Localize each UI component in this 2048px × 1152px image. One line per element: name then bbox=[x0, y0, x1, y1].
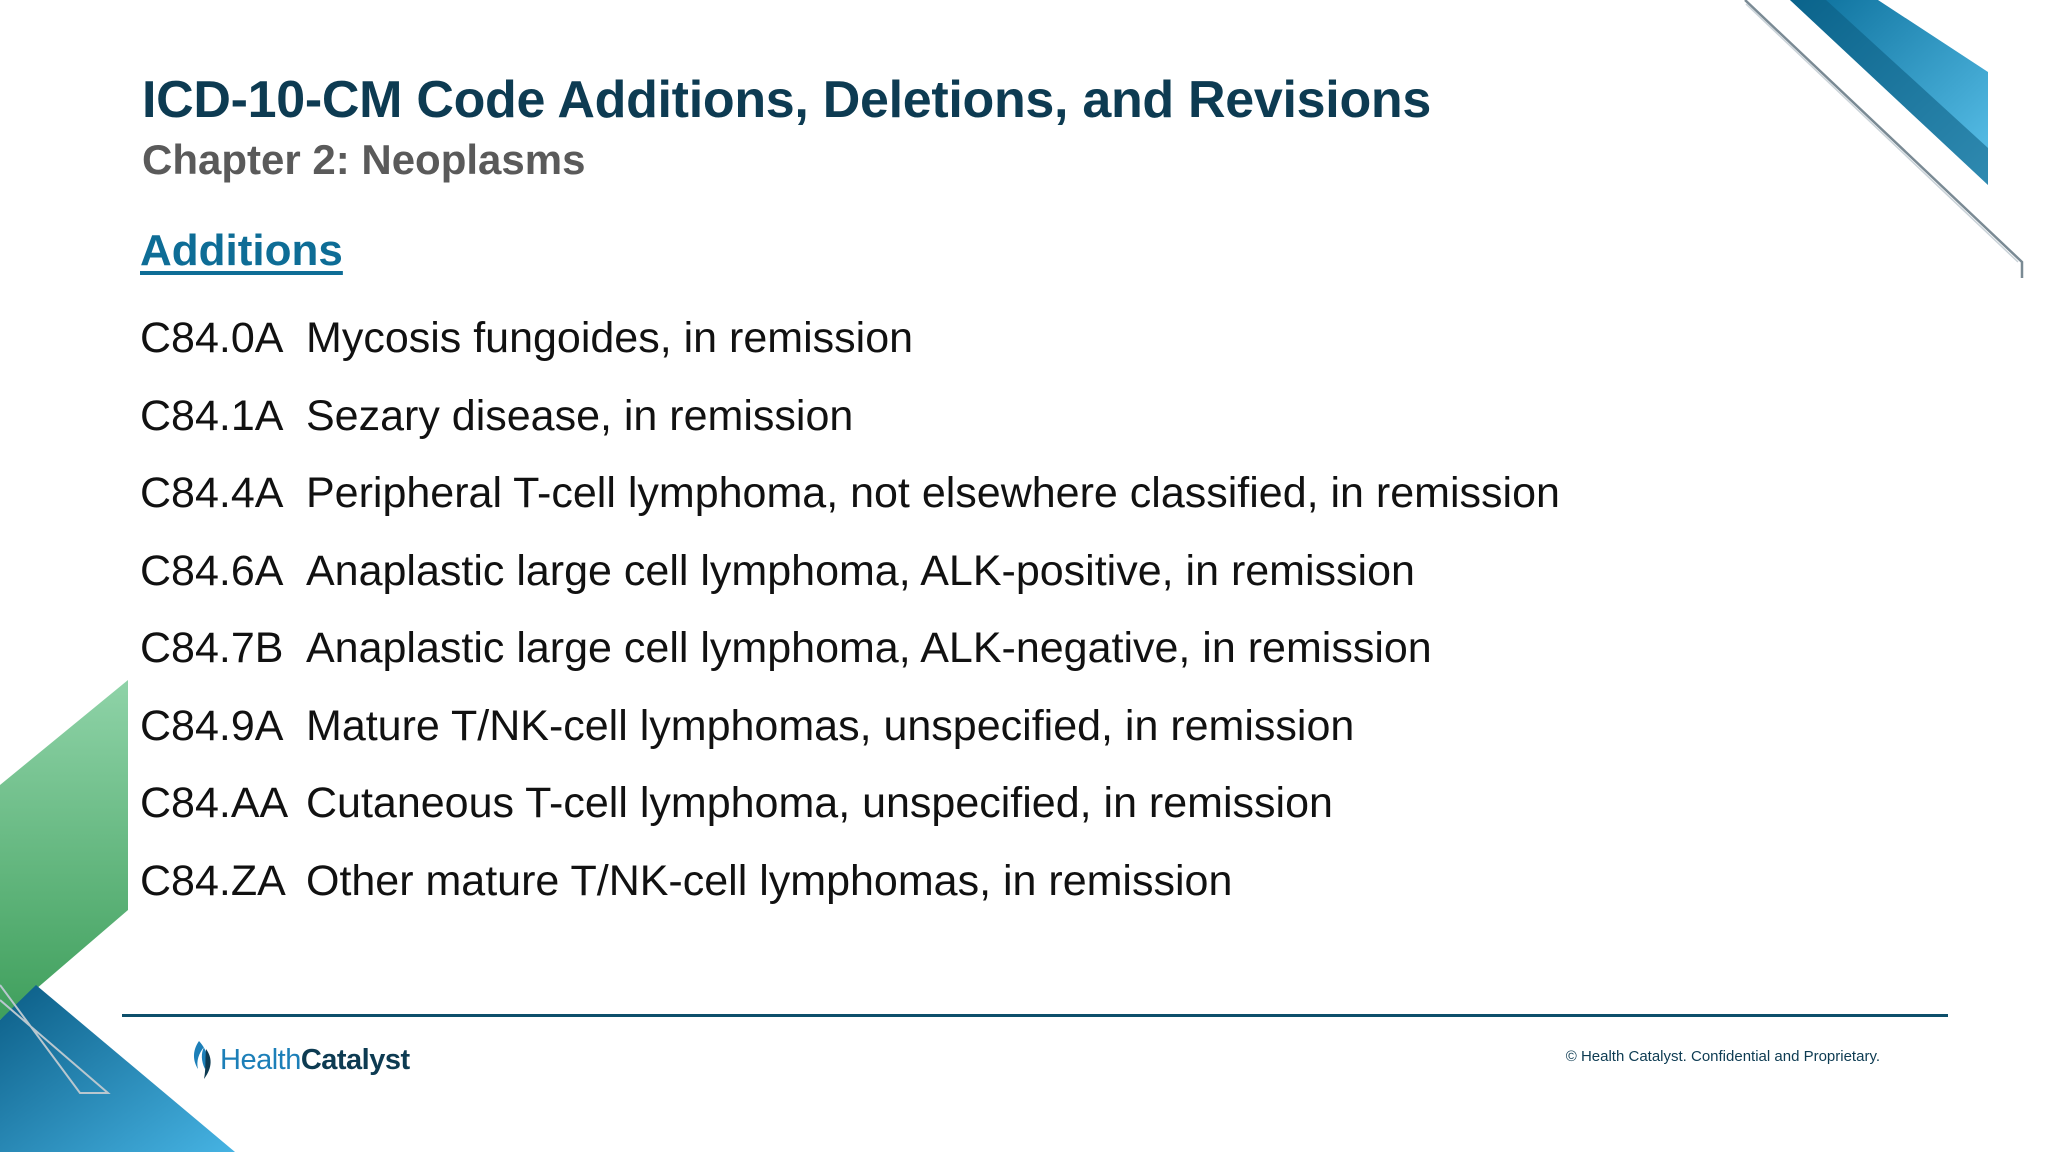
code-description: Anaplastic large cell lymphoma, ALK-posi… bbox=[306, 546, 1415, 595]
code-value: C84.0A bbox=[140, 314, 284, 363]
code-list: C84.0A Mycosis fungoides, in remission C… bbox=[140, 300, 1560, 920]
code-value: C84.1A bbox=[140, 391, 284, 440]
code-row: C84.9A Mature T/NK-cell lymphomas, unspe… bbox=[140, 688, 1560, 766]
code-row: C84.4A Peripheral T-cell lymphoma, not e… bbox=[140, 455, 1560, 533]
code-value: C84.6A bbox=[140, 546, 284, 595]
code-value: C84.AA bbox=[140, 779, 289, 828]
logo-wordmark: HealthCatalyst bbox=[220, 1043, 410, 1076]
slide-subtitle: Chapter 2: Neoplasms bbox=[142, 136, 586, 183]
code-value: C84.9A bbox=[140, 701, 284, 750]
code-description: Mature T/NK-cell lymphomas, unspecified,… bbox=[306, 701, 1355, 750]
top-right-dark-band bbox=[1790, 0, 1988, 185]
left-green-shape bbox=[0, 680, 128, 1020]
code-row: C84.AA Cutaneous T-cell lymphoma, unspec… bbox=[140, 765, 1560, 843]
health-catalyst-logo: HealthCatalyst bbox=[190, 1036, 410, 1084]
code-description: Anaplastic large cell lymphoma, ALK-nega… bbox=[306, 624, 1432, 673]
code-row: C84.6A Anaplastic large cell lymphoma, A… bbox=[140, 533, 1560, 611]
code-value: C84.4A bbox=[140, 469, 284, 518]
code-value: C84.ZA bbox=[140, 856, 286, 905]
code-row: C84.0A Mycosis fungoides, in remission bbox=[140, 300, 1560, 378]
top-right-outline bbox=[1744, 0, 2024, 278]
bottom-left-outline bbox=[0, 984, 111, 1094]
top-right-blue-shape bbox=[1790, 0, 1988, 185]
code-description: Peripheral T-cell lymphoma, not elsewher… bbox=[306, 469, 1560, 518]
health-catalyst-flame-icon bbox=[194, 1041, 211, 1079]
code-row: C84.ZA Other mature T/NK-cell lymphomas,… bbox=[140, 843, 1560, 921]
code-description: Sezary disease, in remission bbox=[306, 391, 854, 440]
code-row: C84.7B Anaplastic large cell lymphoma, A… bbox=[140, 610, 1560, 688]
code-row: C84.1A Sezary disease, in remission bbox=[140, 378, 1560, 456]
code-description: Cutaneous T-cell lymphoma, unspecified, … bbox=[306, 779, 1333, 828]
copyright-notice: © Health Catalyst. Confidential and Prop… bbox=[1565, 1048, 1880, 1065]
code-description: Other mature T/NK-cell lymphomas, in rem… bbox=[306, 856, 1233, 905]
section-heading-additions: Additions bbox=[140, 226, 343, 275]
code-value: C84.7B bbox=[140, 624, 284, 673]
slide-title: ICD-10-CM Code Additions, Deletions, and… bbox=[142, 71, 1431, 129]
footer-divider bbox=[122, 1014, 1948, 1017]
code-description: Mycosis fungoides, in remission bbox=[306, 314, 914, 363]
